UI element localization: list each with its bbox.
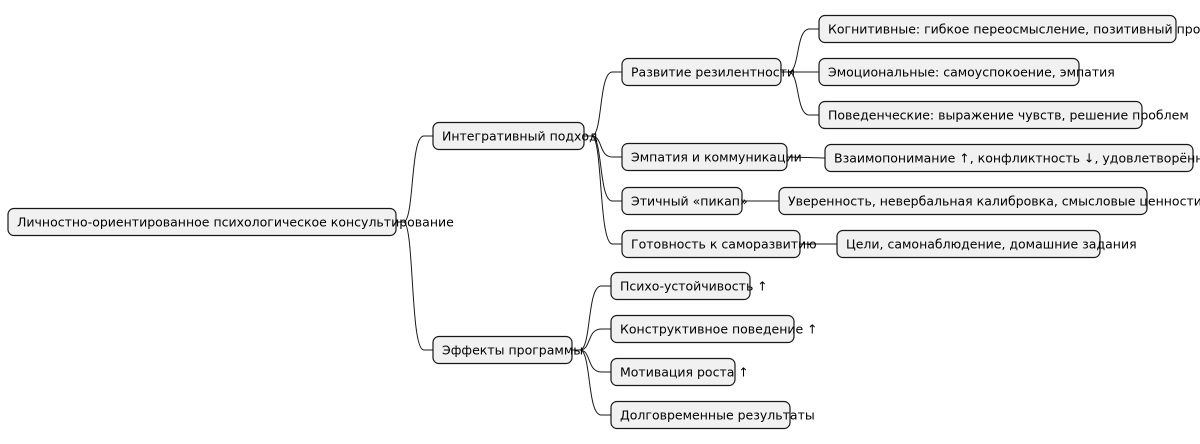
mindmap-node-pickup: Этичный «пикап» xyxy=(621,186,748,216)
node-box-confidence xyxy=(778,186,1148,216)
node-box-root xyxy=(7,207,397,237)
node-label-emotional: Эмоциональные: самоуспокоение, эмпатия xyxy=(828,65,1115,80)
nodes-layer: Личностно-ориентированное психологическо… xyxy=(7,14,1200,430)
mindmap-node-stability: Психо-устойчивость ↑ xyxy=(610,271,768,301)
mindmap-node-integrative: Интегративный подход xyxy=(432,121,598,151)
node-label-behavioral: Поведенческие: выражение чувств, решение… xyxy=(828,108,1189,123)
mindmap-node-root: Личностно-ориентированное психологическо… xyxy=(7,207,454,237)
edge-integrative-pickup xyxy=(584,135,622,202)
mindmap-node-mutual: Взаимопонимание ↑, конфликтность ↓, удов… xyxy=(824,143,1200,173)
node-label-empathy: Эмпатия и коммуникации xyxy=(631,150,802,165)
node-label-root: Личностно-ориентированное психологическо… xyxy=(17,215,454,230)
node-box-resilience xyxy=(621,57,782,87)
mindmap-node-cognitive: Когнитивные: гибкое переосмысление, пози… xyxy=(818,14,1200,44)
node-box-selfdev xyxy=(621,229,801,259)
node-box-cognitive xyxy=(818,14,1177,44)
node-box-goals xyxy=(836,229,1101,259)
mindmap-node-goals: Цели, самонаблюдение, домашние задания xyxy=(836,229,1137,259)
node-label-resilience: Развитие резилентности xyxy=(631,65,795,80)
edge-empathy-mutual xyxy=(786,156,826,159)
mindmap-node-effects: Эффекты программы xyxy=(432,335,583,365)
mindmap-node-constructive: Конструктивное поведение ↑ xyxy=(610,314,818,344)
edge-integrative-selfdev xyxy=(584,135,622,245)
node-box-longterm xyxy=(610,400,791,430)
node-label-mutual: Взаимопонимание ↑, конфликтность ↓, удов… xyxy=(834,151,1200,166)
node-label-constructive: Конструктивное поведение ↑ xyxy=(620,322,818,337)
mindmap-node-resilience: Развитие резилентности xyxy=(621,57,795,87)
edge-root-effects xyxy=(396,221,433,351)
node-label-confidence: Уверенность, невербальная калибровка, см… xyxy=(788,194,1200,209)
edge-effects-longterm xyxy=(572,349,611,416)
mindmap-node-behavioral: Поведенческие: выражение чувств, решение… xyxy=(818,100,1189,130)
node-box-integrative xyxy=(432,121,585,151)
node-label-goals: Цели, самонаблюдение, домашние задания xyxy=(846,237,1137,252)
edges-layer xyxy=(396,28,837,416)
node-box-motivation xyxy=(610,357,736,387)
node-box-empathy xyxy=(621,142,788,172)
node-label-pickup: Этичный «пикап» xyxy=(631,194,748,209)
edge-effects-stability xyxy=(572,285,611,351)
node-box-effects xyxy=(432,335,573,365)
node-label-cognitive: Когнитивные: гибкое переосмысление, пози… xyxy=(828,22,1200,37)
edge-resilience-behavioral xyxy=(781,71,819,116)
node-label-longterm: Долговременные результаты xyxy=(620,408,815,423)
node-box-constructive xyxy=(610,314,795,344)
node-box-mutual xyxy=(824,143,1194,173)
edge-integrative-resilience xyxy=(584,71,622,137)
mindmap-node-selfdev: Готовность к саморазвитию xyxy=(621,229,817,259)
node-box-stability xyxy=(610,271,751,301)
node-label-motivation: Мотивация роста ↑ xyxy=(620,365,749,380)
mindmap-node-confidence: Уверенность, невербальная калибровка, см… xyxy=(778,186,1200,216)
edge-root-integrative xyxy=(396,135,433,223)
mindmap-node-longterm: Долговременные результаты xyxy=(610,400,815,430)
mindmap-node-emotional: Эмоциональные: самоуспокоение, эмпатия xyxy=(818,57,1115,87)
node-label-stability: Психо-устойчивость ↑ xyxy=(620,279,768,294)
node-box-pickup xyxy=(621,186,743,216)
mindmap-node-motivation: Мотивация роста ↑ xyxy=(610,357,749,387)
node-box-behavioral xyxy=(818,100,1143,130)
node-label-effects: Эффекты программы xyxy=(442,343,583,358)
node-label-selfdev: Готовность к саморазвитию xyxy=(631,237,817,252)
mindmap-node-empathy: Эмпатия и коммуникации xyxy=(621,142,802,172)
node-label-integrative: Интегративный подход xyxy=(442,129,598,144)
node-box-emotional xyxy=(818,57,1080,87)
